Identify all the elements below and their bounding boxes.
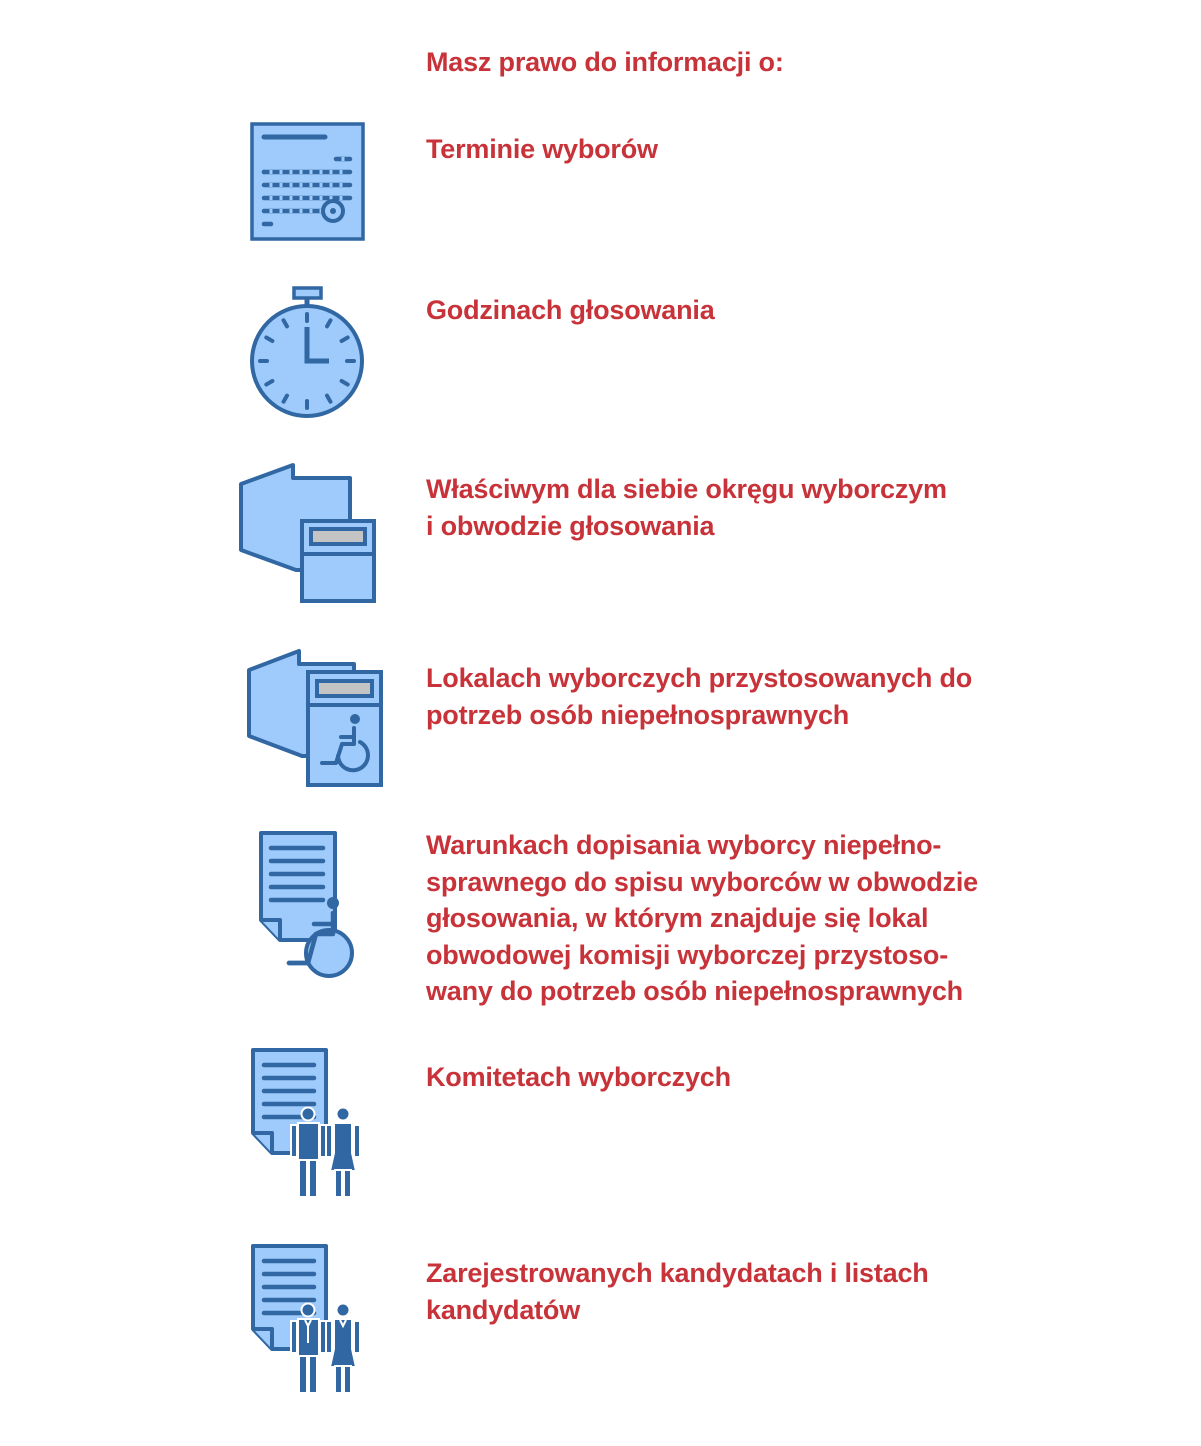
document-wheelchair-icon: [258, 830, 358, 980]
calendar-icon: [250, 122, 366, 242]
item-text-committees: Komitetach wyborczych: [426, 1062, 731, 1092]
wheelchair-icon: [320, 714, 370, 773]
item-text-voter-registration: Warunkach dopisania wyborcy niepełno- sp…: [426, 830, 978, 1006]
accessible-polling-station-icon: [246, 648, 386, 790]
stopwatch-icon: [248, 285, 366, 421]
candidates-document-people-icon: [250, 1243, 365, 1395]
item-text-candidates: Zarejestrowanych kandydatach i listach k…: [426, 1258, 929, 1325]
woman-figure-icon: [325, 1302, 361, 1394]
woman-figure-icon: [325, 1106, 361, 1198]
item-text-district: Właściwym dla siebie okręgu wyborczym i …: [426, 474, 947, 541]
item-text-voting-hours: Godzinach głosowania: [426, 295, 715, 325]
item-text-polling-stations: Lokalach wyborczych przystosowanych do p…: [426, 663, 973, 730]
item-text-election-date: Terminie wyborów: [426, 134, 658, 164]
committee-document-people-icon: [250, 1047, 365, 1199]
page-heading: Masz prawo do informacji o:: [426, 47, 784, 77]
district-ballot-box-icon: [238, 462, 378, 604]
man-figure-icon: [290, 1106, 327, 1198]
man-figure-icon: [290, 1302, 327, 1394]
